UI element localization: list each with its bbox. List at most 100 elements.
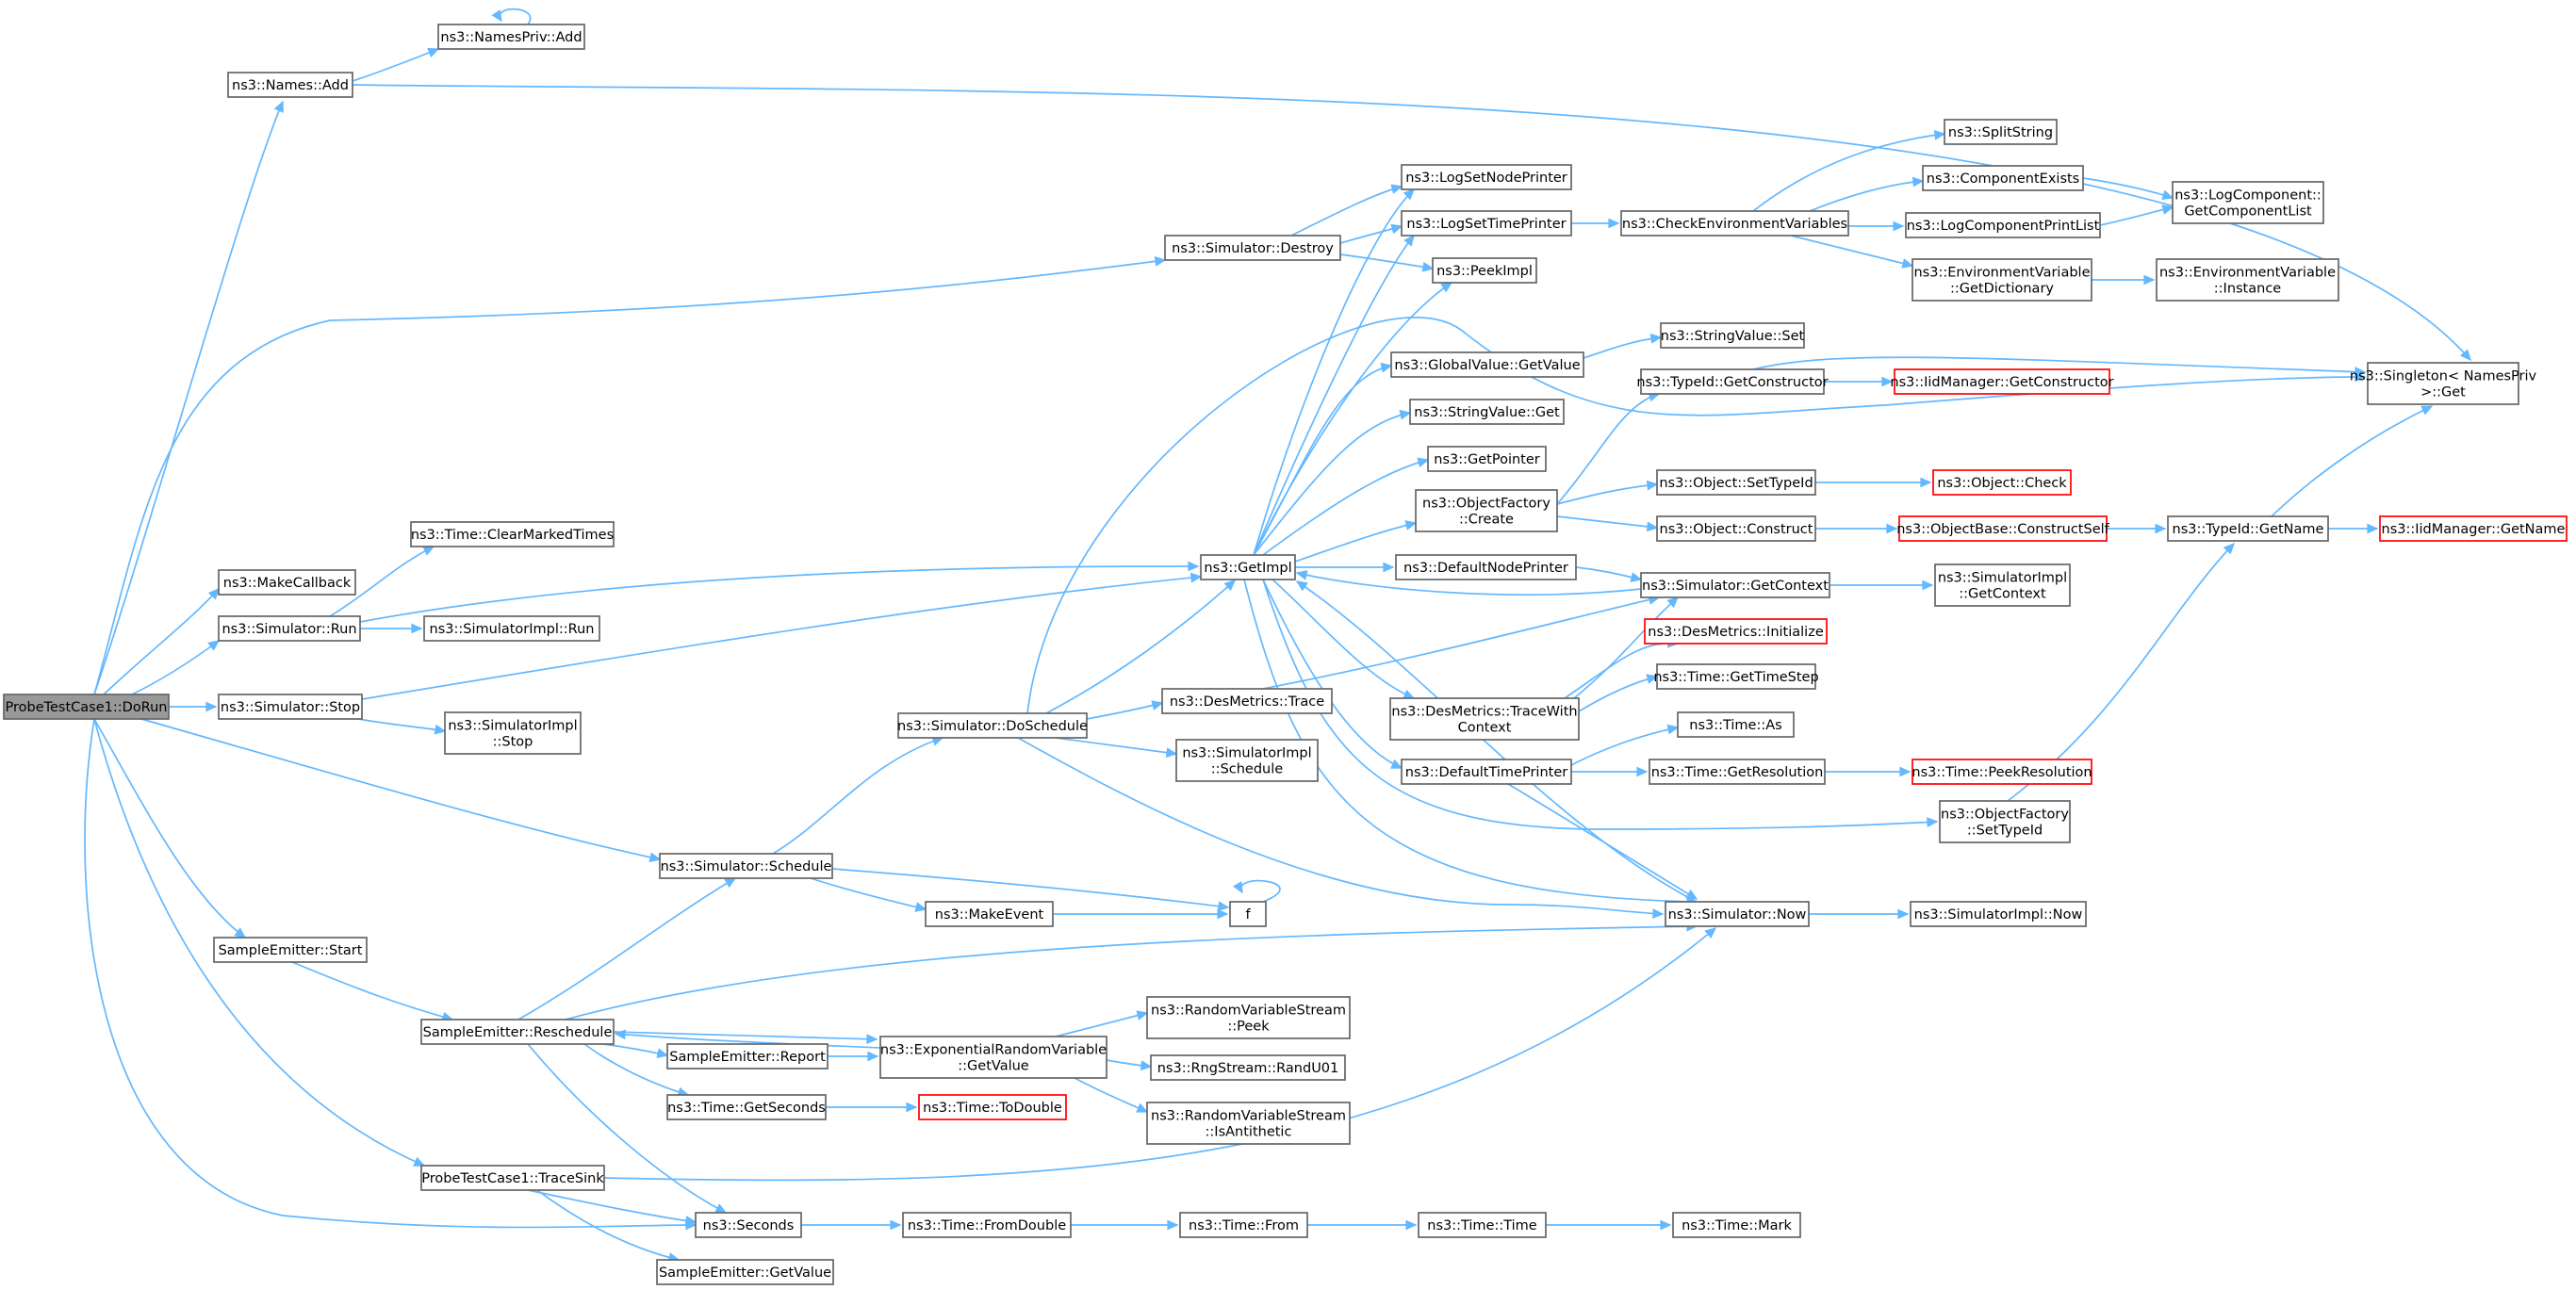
node-seconds[interactable]: ns3::Seconds <box>695 1212 802 1238</box>
node-timetime[interactable]: ns3::Time::Time <box>1418 1212 1547 1238</box>
node-getresolution[interactable]: ns3::Time::GetResolution <box>1649 759 1826 785</box>
node-obconstructself[interactable]: ns3::ObjectBase::ConstructSelf <box>1896 515 2110 542</box>
node-simimplrun[interactable]: ns3::SimulatorImpl::Run <box>423 615 600 642</box>
node-box <box>1200 554 1296 580</box>
node-simrun[interactable]: ns3::Simulator::Run <box>218 615 361 642</box>
node-simimplstop[interactable]: ns3::SimulatorImpl::Stop <box>444 711 582 755</box>
node-label: ns3::StringValue::Set <box>1661 329 1805 344</box>
node-root[interactable]: ProbeTestCase1::DoRun <box>3 694 170 720</box>
node-resched[interactable]: SampleEmitter::Reschedule <box>420 1019 615 1045</box>
node-simgetcontext[interactable]: ns3::Simulator::GetContext <box>1640 572 1830 598</box>
node-label: ns3::NamesPriv::Add <box>440 30 582 45</box>
arrowhead-icon <box>1927 817 1939 827</box>
node-label: ::Stop <box>493 735 533 750</box>
node-compexists[interactable]: ns3::ComponentExists <box>1922 165 2084 191</box>
node-logtimeprinter[interactable]: ns3::LogSetTimePrinter <box>1401 210 1572 237</box>
node-report[interactable]: SampleEmitter::Report <box>666 1043 829 1070</box>
node-label: ns3::IidManager::GetConstructor <box>1890 375 2113 390</box>
node-simnow[interactable]: ns3::Simulator::Now <box>1665 901 1810 927</box>
node-clearmarked[interactable]: ns3::Time::ClearMarkedTimes <box>410 521 615 547</box>
node-rvspeek[interactable]: ns3::RandomVariableStream::Peek <box>1146 996 1351 1039</box>
node-simschedule[interactable]: ns3::Simulator::Schedule <box>659 853 833 879</box>
node-randu01[interactable]: ns3::RngStream::RandU01 <box>1150 1054 1346 1081</box>
node-timemark[interactable]: ns3::Time::Mark <box>1672 1212 1801 1238</box>
node-box <box>1175 739 1319 782</box>
node-destrace[interactable]: ns3::DesMetrics::Trace <box>1161 688 1333 714</box>
node-box <box>423 615 600 642</box>
node-iidgetname[interactable]: ns3::IidManager::GetName <box>2379 515 2568 542</box>
node-label: ns3::MakeEvent <box>935 907 1044 923</box>
node-svset[interactable]: ns3::StringValue::Set <box>1660 322 1805 349</box>
node-peekres[interactable]: ns3::Time::PeekResolution <box>1911 759 2092 785</box>
node-makecb[interactable]: ns3::MakeCallback <box>218 569 356 596</box>
arrowhead-icon <box>648 852 662 863</box>
node-timefrom[interactable]: ns3::Time::From <box>1179 1212 1308 1238</box>
edge-destracewith-to-gettimestep <box>1578 676 1658 712</box>
node-namesadd[interactable]: ns3::Names::Add <box>227 72 353 98</box>
node-simdoschedule[interactable]: ns3::Simulator::DoSchedule <box>897 712 1088 739</box>
node-box <box>1161 688 1333 714</box>
edge-expgetvalue-to-rvspeek <box>1055 1012 1148 1037</box>
node-simstop[interactable]: ns3::Simulator::Stop <box>218 694 363 720</box>
node-emitstart[interactable]: SampleEmitter::Start <box>213 937 368 963</box>
arrowhead-icon <box>1421 261 1435 272</box>
node-isantithetic[interactable]: ns3::RandomVariableStream::IsAntithetic <box>1146 1102 1351 1145</box>
node-envgetdict[interactable]: ns3::EnvironmentVariable::GetDictionary <box>1911 258 2092 302</box>
node-getseconds[interactable]: ns3::Time::GetSeconds <box>666 1094 827 1120</box>
edge-simgetcontext-to-getimpl <box>1296 572 1642 596</box>
node-label: ::Create <box>1459 513 1514 528</box>
arrowhead-icon <box>1901 258 1914 269</box>
node-gvgetvalue[interactable]: ns3::GlobalValue::GetValue <box>1390 351 1584 378</box>
node-splitstring[interactable]: ns3::SplitString <box>1944 119 2058 145</box>
node-logcompgetlist[interactable]: ns3::LogComponent::GetComponentList <box>2172 181 2324 224</box>
node-envinstance[interactable]: ns3::EnvironmentVariable::Instance <box>2156 258 2339 302</box>
node-tidgetname[interactable]: ns3::TypeId::GetName <box>2167 515 2329 542</box>
arrowhead-icon <box>1933 129 1946 140</box>
arrowhead-icon <box>1652 908 1665 919</box>
node-objsettypeid[interactable]: ns3::Object::SetTypeId <box>1656 469 1816 496</box>
node-singleton[interactable]: ns3::Singleton< NamesPriv >::Get <box>2350 362 2537 405</box>
arrowhead-icon <box>2354 367 2367 378</box>
node-logcompprintlist[interactable]: ns3::LogComponentPrintList <box>1905 212 2101 238</box>
arrowhead-icon <box>1403 188 1416 201</box>
node-simimplschedule[interactable]: ns3::SimulatorImpl::Schedule <box>1175 739 1319 782</box>
node-simimplnow[interactable]: ns3::SimulatorImpl::Now <box>1910 901 2087 927</box>
node-objconstruct[interactable]: ns3::Object::Construct <box>1656 515 1816 542</box>
node-checkenv[interactable]: ns3::CheckEnvironmentVariables <box>1620 210 1849 237</box>
node-timeas[interactable]: ns3::Time::As <box>1677 711 1795 738</box>
node-getimpl[interactable]: ns3::GetImpl <box>1200 554 1296 580</box>
node-ofsettypeid[interactable]: ns3::ObjectFactory::SetTypeId <box>1939 800 2071 843</box>
node-label: ns3::RandomVariableStream <box>1151 1109 1346 1124</box>
arrowhead-icon <box>1399 409 1412 420</box>
arrowhead-icon <box>1608 218 1620 229</box>
node-tidgetctor[interactable]: ns3::TypeId::GetConstructor <box>1636 368 1829 395</box>
node-simimplgetctx[interactable]: ns3::SimulatorImpl::GetContext <box>1934 563 2071 607</box>
node-deftimeprinter[interactable]: ns3::DefaultTimePrinter <box>1401 759 1572 785</box>
node-gettimestep[interactable]: ns3::Time::GetTimeStep <box>1653 663 1819 690</box>
node-ofcreate[interactable]: ns3::ObjectFactory::Create <box>1415 489 1558 532</box>
node-objcheck[interactable]: ns3::Object::Check <box>1932 469 2072 496</box>
node-tracesink[interactable]: ProbeTestCase1::TraceSink <box>420 1165 605 1191</box>
node-box <box>2172 181 2324 224</box>
node-makeevent[interactable]: ns3::MakeEvent <box>925 901 1054 927</box>
node-expgetvalue[interactable]: ns3::ExponentialRandomVariable::GetValue <box>879 1036 1108 1079</box>
arrowhead-icon <box>1136 1102 1149 1113</box>
node-getpointer[interactable]: ns3::GetPointer <box>1427 446 1547 472</box>
node-iidgetctor[interactable]: ns3::IidManager::GetConstructor <box>1890 368 2114 395</box>
arrowhead-icon <box>1217 908 1229 920</box>
node-todouble[interactable]: ns3::Time::ToDouble <box>918 1094 1067 1120</box>
node-f[interactable]: f <box>1229 901 1267 927</box>
node-peekimpl[interactable]: ns3::PeekImpl <box>1432 257 1537 284</box>
arrowhead-icon <box>1140 1060 1153 1071</box>
edge-getimpl-to-ofsettypeid <box>1262 579 1938 830</box>
node-emitgetval[interactable]: SampleEmitter::GetValue <box>656 1259 834 1285</box>
node-namesprivadd[interactable]: ns3::NamesPriv::Add <box>437 24 585 50</box>
node-simdestroy[interactable]: ns3::Simulator::Destroy <box>1164 235 1341 261</box>
node-label: ns3::SimulatorImpl <box>1182 746 1311 761</box>
node-fromdouble[interactable]: ns3::Time::FromDouble <box>902 1212 1072 1238</box>
node-defnodeprinter[interactable]: ns3::DefaultNodePrinter <box>1395 554 1577 580</box>
node-desinit[interactable]: ns3::DesMetrics::Initialize <box>1644 618 1828 645</box>
node-lognodeprinter[interactable]: ns3::LogSetNodePrinter <box>1401 164 1572 190</box>
node-svget[interactable]: ns3::StringValue::Get <box>1409 399 1565 425</box>
